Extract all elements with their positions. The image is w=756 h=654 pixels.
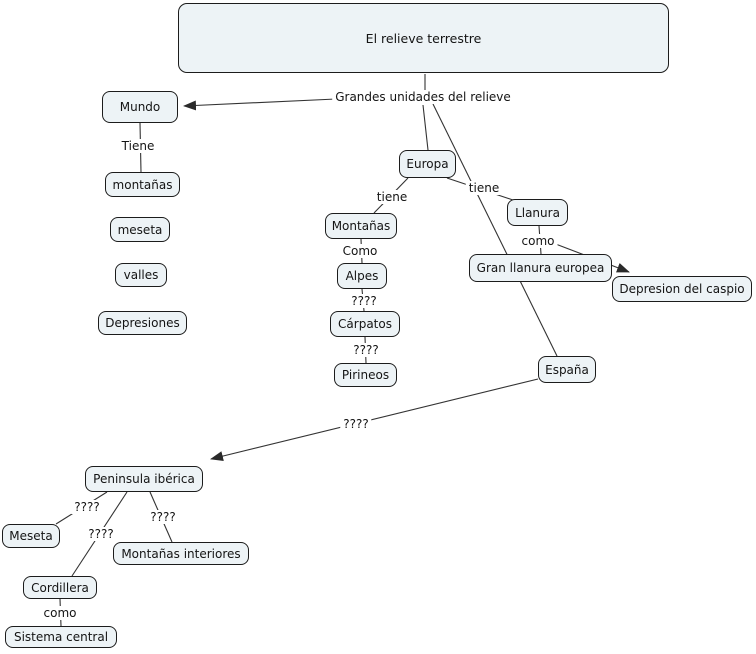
concept-node-montanas-interiores[interactable]: Montañas interiores: [113, 542, 249, 565]
concept-node-cordillera[interactable]: Cordillera: [23, 576, 97, 599]
concept-node-montanas-europa[interactable]: Montañas: [325, 213, 397, 239]
linking-phrase-unknown-pirineos[interactable]: ????: [350, 343, 382, 357]
linking-phrase-unknown-interiores[interactable]: ????: [147, 510, 179, 524]
concept-node-depresiones[interactable]: Depresiones: [98, 311, 187, 335]
concept-node-meseta-mundo[interactable]: meseta: [110, 217, 170, 242]
concept-node-espana[interactable]: España: [538, 356, 596, 383]
concept-node-mundo[interactable]: Mundo: [102, 91, 178, 123]
concept-node-sistema-central[interactable]: Sistema central: [5, 626, 117, 648]
connector-main-link-to-espana: [432, 103, 558, 357]
connector-main-link-to-europa: [422, 104, 429, 151]
linking-phrase-unknown-peninsula[interactable]: ????: [340, 417, 372, 431]
linking-phrase-como-cordillera[interactable]: como: [40, 606, 80, 620]
concept-node-meseta-espana[interactable]: Meseta: [2, 524, 60, 548]
concept-node-europa[interactable]: Europa: [399, 150, 456, 178]
concept-node-el-relieve-terrestre[interactable]: El relieve terrestre: [178, 3, 669, 73]
concept-node-llanura[interactable]: Llanura: [507, 199, 568, 226]
concept-node-carpatos[interactable]: Cárpatos: [330, 311, 400, 337]
concept-node-pirineos[interactable]: Pirineos: [334, 363, 397, 387]
linking-phrase-unknown-cordillera[interactable]: ????: [85, 527, 117, 541]
concept-node-alpes[interactable]: Alpes: [337, 263, 387, 289]
connector-main-link-to-mundo: [183, 98, 337, 111]
linking-phrase-unknown-meseta[interactable]: ????: [71, 500, 103, 514]
concept-node-montanas-mundo[interactable]: montañas: [105, 172, 180, 197]
concept-node-peninsula-iberica[interactable]: Peninsula ibérica: [85, 466, 203, 492]
linking-phrase-tiene-montanas[interactable]: tiene: [373, 190, 411, 204]
linking-phrase-unknown-carpatos[interactable]: ????: [348, 294, 380, 308]
linking-phrase-grandes-unidades-del-relieve[interactable]: Grandes unidades del relieve: [332, 90, 514, 104]
linking-phrase-tiene-llanura[interactable]: tiene: [465, 181, 503, 195]
connector-espana-to-peninsula: [210, 378, 539, 462]
concept-node-depresion-del-caspio[interactable]: Depresion del caspio: [612, 276, 752, 302]
linking-phrase-como-llanura[interactable]: como: [518, 234, 558, 248]
concept-node-valles[interactable]: valles: [115, 263, 167, 287]
linking-phrase-tiene-mundo[interactable]: Tiene: [118, 139, 158, 153]
concept-node-gran-llanura-europea[interactable]: Gran llanura europea: [469, 254, 612, 282]
linking-phrase-como-alpes[interactable]: Como: [339, 244, 381, 258]
